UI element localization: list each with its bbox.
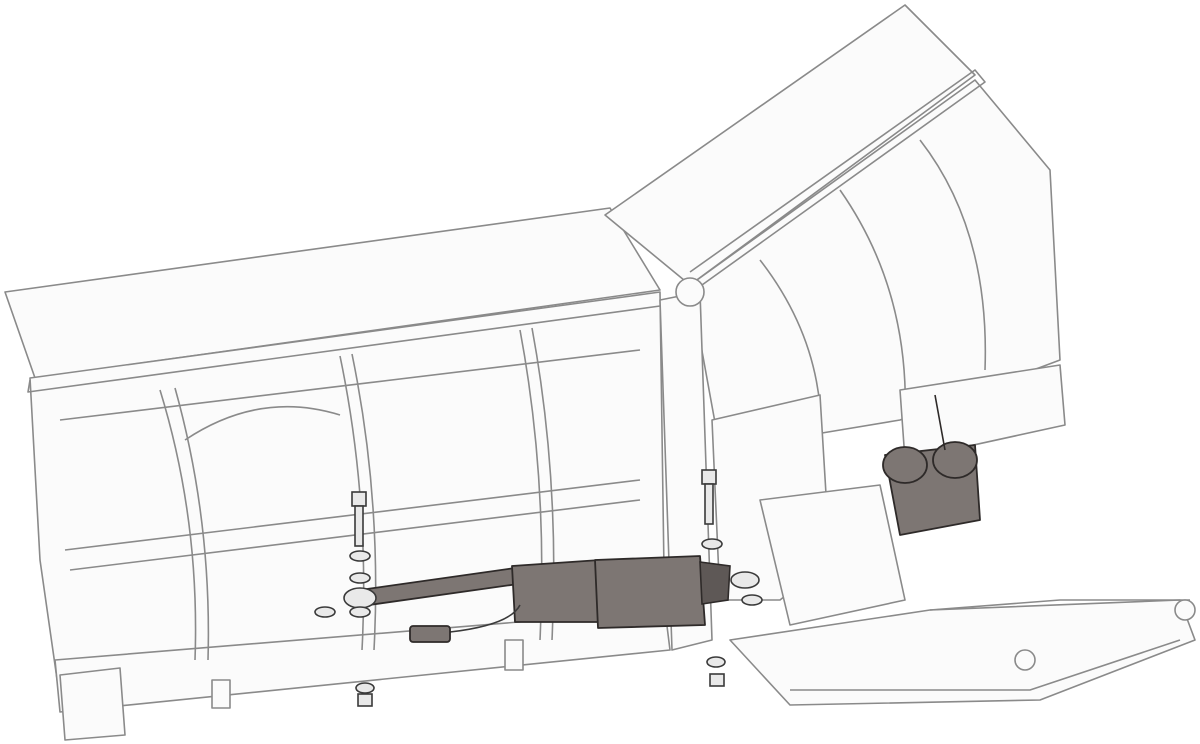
a-frame: [729, 599, 1196, 706]
wiring-connector: [409, 604, 521, 643]
left-plow-blade: [4, 207, 671, 741]
mounting-bolts: [351, 469, 717, 547]
washers-and-nuts: [314, 538, 763, 707]
rear-actuator: [882, 394, 981, 536]
linear-actuator: [343, 555, 760, 629]
trip-springs: [211, 639, 524, 709]
